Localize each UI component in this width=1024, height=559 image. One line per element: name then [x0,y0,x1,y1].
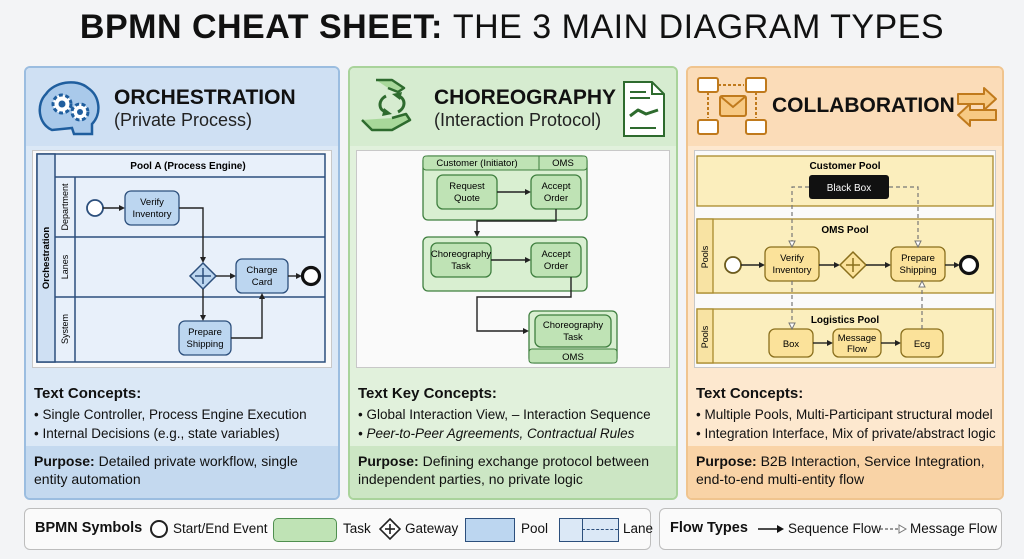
handshake-exchange-icon [361,78,412,132]
logistics-pools-label: Pools [700,325,710,348]
svg-text:Task: Task [563,332,583,343]
lane-lanes: Lanes [60,254,70,279]
collaboration-title: COLLABORATION [772,94,955,117]
legend-sequence: Sequence Flow [788,521,882,536]
choreography-subtitle: (Interaction Protocol) [434,110,602,130]
svg-text:Shipping: Shipping [187,339,224,350]
svg-text:OMS Pool: OMS Pool [821,225,868,236]
legend-task: Task [343,521,371,536]
legend-pool: Pool [521,521,549,536]
svg-text:Card: Card [252,277,273,288]
end-event [300,265,322,287]
svg-text:Request: Request [449,181,485,192]
svg-text:Prepare: Prepare [901,253,935,264]
choreography-panel: CHOREOGRAPHY (Interaction Protocol) Cust… [348,66,678,500]
svg-text:Logistics Pool: Logistics Pool [811,315,880,326]
orchestration-diagram: Pool A (Process Engine) Orchestration De… [32,150,332,368]
start-event [86,199,104,217]
logistics-pool [696,308,994,364]
svg-text:Flow: Flow [847,344,867,355]
contract-icon [623,81,665,137]
svg-text:Choreography: Choreography [543,320,603,331]
svg-text:Charge: Charge [246,265,277,276]
svg-text:Message: Message [838,333,877,344]
choreography-concepts: Text Key Concepts: • Global Interaction … [358,385,651,441]
participant-oms: OMS [552,158,574,169]
gateway-icon [379,518,401,540]
svg-text:Task: Task [451,261,471,272]
lane-system: System [60,314,70,344]
flow-heading: Flow Types [670,520,748,536]
pool-a-label: Pool A (Process Engine) [130,161,245,172]
pool-swatch [465,518,515,542]
svg-text:Accept: Accept [541,249,570,260]
page-title: BPMN CHEAT SHEET: THE 3 MAIN DIAGRAM TYP… [0,8,1024,47]
orchestration-concepts: Text Concepts: • Single Controller, Proc… [34,385,307,441]
svg-text:Accept: Accept [541,181,570,192]
choreography-header: CHOREOGRAPHY (Interaction Protocol) [350,68,676,146]
legend-gateway: Gateway [405,521,459,536]
start-end-event-icon [150,520,168,538]
task-swatch [273,518,337,542]
svg-text:Order: Order [544,193,568,204]
orchestration-side-label: Orchestration [41,227,52,289]
lane-department: Department [60,183,70,231]
svg-text:Inventory: Inventory [132,209,171,220]
svg-text:Black Box: Black Box [827,183,871,194]
lane-swatch [559,518,619,542]
svg-text:Verify: Verify [780,253,804,264]
gear-brain-icon [38,81,100,136]
title-bold: BPMN CHEAT SHEET: [79,8,443,46]
participant-oms-footer: OMS [562,352,584,363]
task-accept-order-2 [530,242,582,278]
message-flow-icon [880,524,908,534]
svg-text:Box: Box [783,339,800,350]
svg-text:Quote: Quote [454,193,480,204]
legend-message: Message Flow [910,521,998,536]
collaboration-panel: COLLABORATION Customer Pool Black Box Po… [686,66,1004,500]
symbols-heading: BPMN Symbols [35,520,143,536]
orchestration-header: ORCHESTRATION (Private Process) [26,68,338,146]
orchestration-panel: ORCHESTRATION (Private Process) Pool A (… [24,66,340,500]
choreography-purpose: Purpose: Defining exchange protocol betw… [350,446,676,498]
task-choreography-2 [534,314,612,348]
flow-types-legend: Flow Types Sequence Flow Message Flow [659,508,1002,550]
bpmn-symbols-legend: BPMN Symbols Start/End Event Task Gatewa… [24,508,654,550]
black-box [809,175,889,199]
svg-text:Inventory: Inventory [772,265,811,276]
documents-envelope-icon [697,77,767,135]
svg-text:Prepare: Prepare [188,327,222,338]
orchestration-title: ORCHESTRATION [114,86,296,109]
choreography-title: CHOREOGRAPHY [434,86,617,109]
choreography-diagram: Customer (Initiator) OMS Request Quote A… [356,150,670,368]
title-light: THE 3 MAIN DIAGRAM TYPES [452,8,945,46]
collaboration-header: COLLABORATION [688,68,1002,146]
collaboration-diagram: Customer Pool Black Box Pools OMS Pool V… [694,150,996,368]
collab-start-event [724,256,742,274]
svg-text:Shipping: Shipping [900,265,937,276]
collab-end-event [958,254,980,276]
svg-text:Customer Pool: Customer Pool [809,161,880,172]
svg-text:Ecg: Ecg [914,339,930,350]
orchestration-subtitle: (Private Process) [114,110,253,130]
svg-text:Verify: Verify [140,197,164,208]
legend-lane: Lane [623,521,654,536]
oms-pools-label: Pools [700,245,710,268]
collaboration-concepts: Text Concepts: • Multiple Pools, Multi-P… [696,385,996,441]
collaboration-purpose: Purpose: B2B Interaction, Service Integr… [688,446,1002,498]
legend-start-end: Start/End Event [173,521,268,536]
svg-text:Choreography: Choreography [431,249,491,260]
participant-customer: Customer (Initiator) [436,158,517,169]
orchestration-purpose: Purpose: Detailed private workflow, sing… [26,446,338,498]
svg-text:Order: Order [544,261,568,272]
sequence-flow-icon [758,525,784,533]
exchange-arrows-icon [957,87,997,127]
